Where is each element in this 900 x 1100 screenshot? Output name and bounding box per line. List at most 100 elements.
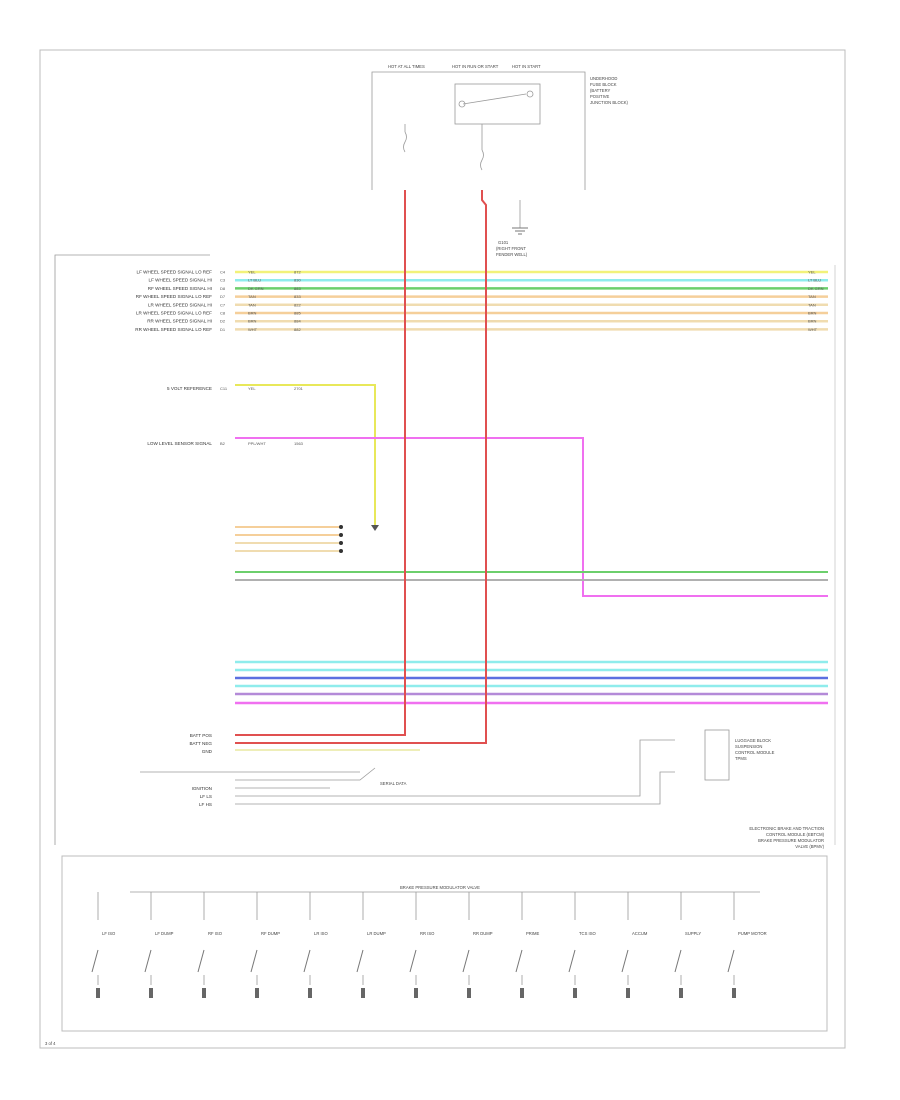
wheel-signal-pin: C7 bbox=[220, 302, 226, 307]
top-header-3: HOT IN START bbox=[512, 64, 541, 69]
outer-frame bbox=[39, 49, 846, 1049]
valve-switch: RR DUMP bbox=[462, 892, 493, 998]
valve-box bbox=[61, 855, 828, 1032]
wheel-signal-circuit: 883 bbox=[294, 286, 301, 291]
ebtcm-boundary bbox=[54, 254, 210, 845]
five-volt-pin: C11 bbox=[220, 386, 228, 391]
ignition-label: IGNITION bbox=[192, 786, 212, 791]
wheel-signal-right: LT BLU bbox=[808, 278, 821, 283]
wheel-signal-right: YEL bbox=[808, 270, 816, 275]
valve-switch: PRIME bbox=[515, 892, 539, 998]
ground-g101: G101 (RIGHT FRONT FENDER WELL) bbox=[496, 200, 528, 257]
wheel-signal-right: DK GRN bbox=[808, 286, 824, 291]
valve-solenoid-leads bbox=[235, 525, 343, 553]
wheel-signal-circuit: 884 bbox=[294, 319, 301, 324]
valve-switch: LR ISO bbox=[303, 892, 328, 998]
valve-switch: RF ISO bbox=[197, 892, 223, 998]
five-volt-reference-circuit: 5 VOLT REFERENCE C11 YEL 2701 bbox=[167, 384, 379, 531]
page-footer: 3 of 4 bbox=[45, 1041, 56, 1046]
gnd-label: GND bbox=[202, 749, 213, 754]
wheel-signal-color: LT BLU bbox=[248, 278, 261, 283]
wheel-signal-circuit: 872 bbox=[294, 270, 301, 275]
wheel-signal-label: LR WHEEL SPEED SIGNAL LO REF bbox=[136, 311, 212, 316]
ground-label-3: FENDER WELL) bbox=[496, 252, 528, 257]
valve-switch-label: LR DUMP bbox=[367, 931, 386, 936]
valve-switch-label: SUPPLY bbox=[685, 931, 701, 936]
fuse-block-note: UNDERHOOD FUSE BLOCK (BATTERY POSITIVE J… bbox=[590, 76, 629, 105]
valve-switch: LR DUMP bbox=[356, 892, 386, 998]
valve-switch-label: RF ISO bbox=[208, 931, 223, 936]
wheel-signal-circuit: 833 bbox=[294, 294, 301, 299]
battery-power-wires: BATT POS BATT NEG GND bbox=[189, 190, 487, 754]
relay-box bbox=[454, 83, 541, 125]
valve-group-title: BRAKE PRESSURE MODULATOR VALVE bbox=[400, 885, 480, 890]
wheel-signal-color: DK GRN bbox=[248, 286, 264, 291]
wheel-signal-circuit: 885 bbox=[294, 311, 301, 316]
five-volt-circuit: 2701 bbox=[294, 386, 304, 391]
valve-switch-label: PRIME bbox=[526, 931, 539, 936]
valve-switch-label: PUMP MOTOR bbox=[738, 931, 767, 936]
wheel-signal-label: LF WHEEL SPEED SIGNAL HI bbox=[149, 278, 212, 283]
ebtcm-line-1: ELECTRONIC BRAKE AND TRACTION bbox=[749, 826, 824, 831]
batt-pos-label: BATT POS bbox=[190, 733, 212, 738]
wheel-signal-right: BRN bbox=[808, 311, 817, 316]
low-level-color: PPL/WHT bbox=[248, 441, 266, 446]
valve-switch-label: RR DUMP bbox=[473, 931, 493, 936]
valve-switch-label: LR ISO bbox=[314, 931, 328, 936]
note-line-2: FUSE BLOCK bbox=[590, 82, 617, 87]
lower-signal-band bbox=[235, 660, 828, 705]
wheel-signal-pin: D1 bbox=[220, 327, 226, 332]
valve-switch: PUMP MOTOR bbox=[727, 892, 767, 998]
ground-label-1: G101 bbox=[498, 240, 509, 245]
five-volt-color: YEL bbox=[248, 386, 256, 391]
wheel-signal-circuit: 882 bbox=[294, 327, 301, 332]
valve-switch-label: LF DUMP bbox=[155, 931, 174, 936]
fuse-block-area: HOT AT ALL TIMES HOT IN RUN OR START HOT… bbox=[371, 64, 629, 257]
note-line-1: UNDERHOOD bbox=[590, 76, 617, 81]
wheel-signal-label: RR WHEEL SPEED SIGNAL LO REF bbox=[135, 327, 212, 332]
serial-and-ignition: IGNITION LF LS LF HS SERIAL DATA bbox=[140, 739, 675, 807]
wheel-signal-label: RF WHEEL SPEED SIGNAL LO REF bbox=[136, 294, 212, 299]
wheel-signal-pin: D2 bbox=[220, 319, 226, 324]
valve-switch: LF DUMP bbox=[144, 892, 174, 998]
valve-switch-label: ACCUM bbox=[632, 931, 648, 936]
ebtcm-line-3: BRAKE PRESSURE MODULATOR bbox=[758, 838, 824, 843]
wheel-signal-label: RF WHEEL SPEED SIGNAL HI bbox=[148, 286, 212, 291]
wheel-signal-color: BRN bbox=[248, 311, 257, 316]
low-level-sensor-circuit: LOW LEVEL SENSOR SIGNAL B2 PPL/WHT 1563 bbox=[147, 437, 828, 597]
lf-hs-label: LF HS bbox=[199, 802, 212, 807]
wheel-signal-pin: C3 bbox=[220, 278, 226, 283]
right-module-line-3: CONTROL MODULE bbox=[735, 750, 775, 755]
wheel-signal-label: LF WHEEL SPEED SIGNAL LO REF bbox=[137, 270, 213, 275]
valve-switch-label: RF DUMP bbox=[261, 931, 280, 936]
wheel-signal-right: BRN bbox=[808, 319, 817, 324]
right-module-line-2: SUSPENSION bbox=[735, 744, 762, 749]
ebtcm-line-4: VALVE (BPMV) bbox=[795, 844, 824, 849]
wheel-signal-label: LR WHEEL SPEED SIGNAL HI bbox=[148, 302, 212, 307]
ebtcm-label: ELECTRONIC BRAKE AND TRACTION CONTROL MO… bbox=[749, 826, 824, 849]
wheel-signal-color: TAN bbox=[248, 294, 256, 299]
low-level-label: LOW LEVEL SENSOR SIGNAL bbox=[147, 441, 212, 446]
valve-switch: SUPPLY bbox=[674, 892, 701, 998]
lf-ls-label: LF LS bbox=[200, 794, 212, 799]
wheel-signal-right: TAN bbox=[808, 302, 816, 307]
fuse-left bbox=[403, 131, 407, 153]
note-line-4: POSITIVE bbox=[590, 94, 610, 99]
right-module-line-1: LUGGAGE BLOCK bbox=[735, 738, 771, 743]
valve-switch: TCS ISO bbox=[568, 892, 596, 998]
wheel-signal-pin: C8 bbox=[220, 311, 226, 316]
top-header-1: HOT AT ALL TIMES bbox=[388, 64, 425, 69]
wheel-signal-circuit: 822 bbox=[294, 302, 301, 307]
wheel-signal-pin: D7 bbox=[220, 294, 226, 299]
wheel-signal-right: TAN bbox=[808, 294, 816, 299]
valve-switch-label: TCS ISO bbox=[579, 931, 596, 936]
valve-switch: ACCUM bbox=[621, 892, 648, 998]
note-line-5: JUNCTION BLOCK) bbox=[590, 100, 629, 105]
top-header-2: HOT IN RUN OR START bbox=[452, 64, 499, 69]
wheel-signal-color: TAN bbox=[248, 302, 256, 307]
right-module-line-4: TPMS bbox=[735, 756, 747, 761]
wheel-signal-color: BRN bbox=[248, 319, 257, 324]
wheel-signal-pin: D8 bbox=[220, 286, 226, 291]
